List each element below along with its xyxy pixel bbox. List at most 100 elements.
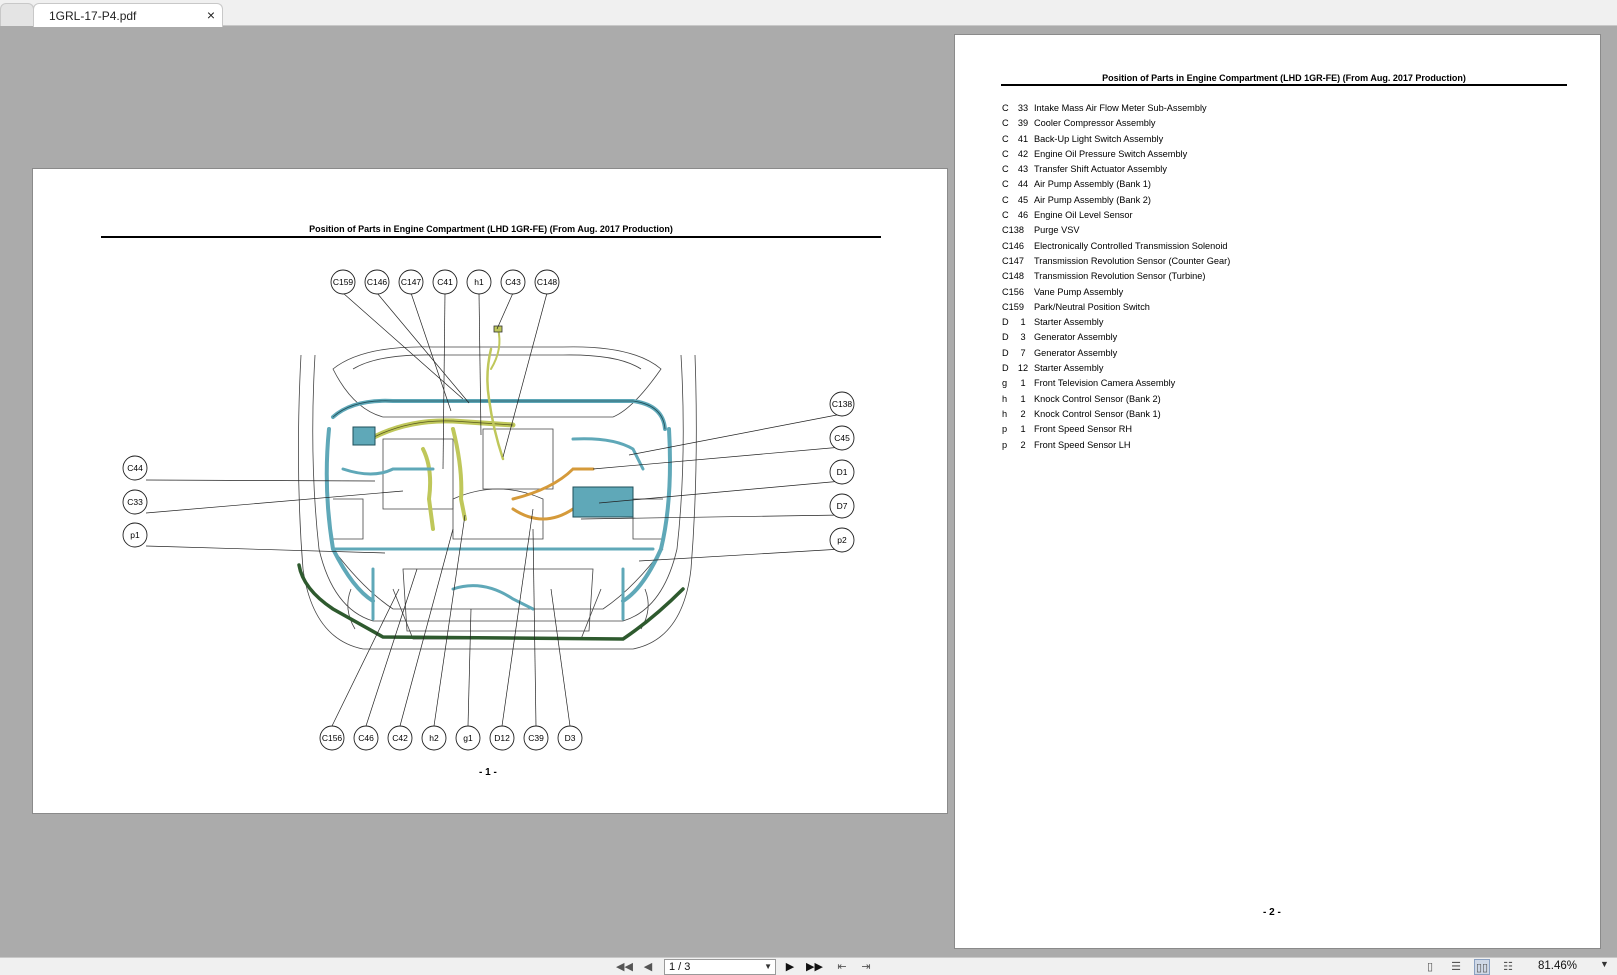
- legend-description: Intake Mass Air Flow Meter Sub-Assembly: [1034, 103, 1207, 113]
- legend-code: C159: [1002, 301, 1024, 312]
- legend-number: 46: [1017, 210, 1029, 221]
- callout-label: C41: [437, 277, 453, 287]
- callout-p2: [829, 527, 855, 553]
- callout-C148: [534, 269, 560, 295]
- facing-view-icon[interactable]: ▯▯: [1474, 959, 1490, 975]
- callout-label: D7: [837, 501, 848, 511]
- legend-number: 1: [1020, 378, 1026, 389]
- legend-number: 44: [1017, 179, 1029, 190]
- next-page-icon[interactable]: ▶: [785, 961, 795, 973]
- single-page-view-icon[interactable]: ▯: [1426, 961, 1434, 973]
- legend-letter: D: [1002, 332, 1009, 343]
- callout-label: C33: [127, 497, 143, 507]
- legend-letter: D: [1002, 317, 1009, 328]
- legend-letter: p: [1002, 439, 1008, 450]
- callout-label: C156: [322, 733, 343, 743]
- document-tab[interactable]: 1GRL-17-P4.pdf ×: [33, 3, 223, 27]
- zoom-level[interactable]: 81.46%: [1538, 960, 1578, 972]
- legend-code: C148: [1002, 271, 1024, 282]
- callout-label: h1: [474, 277, 484, 287]
- callout-C33: [122, 489, 148, 515]
- callout-label: C44: [127, 463, 143, 473]
- callout-label: C45: [834, 433, 850, 443]
- title-rule: [1001, 84, 1567, 86]
- title-rule: [101, 236, 881, 238]
- legend-description: Knock Control Sensor (Bank 1): [1034, 408, 1161, 419]
- legend-description: Generator Assembly: [1034, 332, 1118, 343]
- legend-code: C147: [1002, 255, 1024, 266]
- callout-label: C148: [537, 277, 558, 287]
- status-bar: ◀◀ ◀ 1 / 3 ▼ ▶ ▶▶ ⇤ ⇥ ▯ ☰ ▯▯ ☷ 81.46% ▼: [0, 957, 1617, 975]
- page-number: - 1 -: [479, 767, 497, 778]
- continuous-facing-view-icon[interactable]: ☷: [1503, 961, 1513, 973]
- chevron-down-icon[interactable]: ▼: [764, 962, 772, 971]
- callout-h2: [421, 725, 447, 751]
- legend-description: Engine Oil Pressure Switch Assembly: [1034, 148, 1188, 159]
- callout-label: C147: [401, 277, 422, 287]
- callout-label: C42: [392, 733, 408, 743]
- page-title: Position of Parts in Engine Compartment …: [1102, 73, 1466, 83]
- legend-description: Generator Assembly: [1034, 347, 1118, 358]
- legend-description: Front Television Camera Assembly: [1034, 378, 1176, 389]
- legend-letter: C: [1002, 164, 1009, 175]
- callout-C147: [398, 269, 424, 295]
- legend-description: Back-Up Light Switch Assembly: [1034, 133, 1164, 144]
- callout-p1: [122, 522, 148, 548]
- legend-description: Electronically Controlled Transmission S…: [1034, 240, 1228, 251]
- legend-description: Air Pump Assembly (Bank 1): [1034, 179, 1151, 190]
- callout-D12: [489, 725, 515, 751]
- next-view-icon[interactable]: ⇥: [861, 961, 871, 973]
- legend-letter: p: [1002, 424, 1008, 435]
- callout-label: C43: [505, 277, 521, 287]
- callout-label: D3: [565, 733, 576, 743]
- callout-C41: [432, 269, 458, 295]
- legend-description: Transfer Shift Actuator Assembly: [1034, 164, 1167, 175]
- callout-label: D12: [494, 733, 510, 743]
- legend-code: C156: [1002, 286, 1024, 297]
- vehicle-outline: [298, 346, 697, 650]
- legend-number: 1: [1020, 424, 1026, 435]
- callout-label: h2: [429, 733, 439, 743]
- page-number-input[interactable]: 1 / 3 ▼: [664, 959, 776, 975]
- last-page-icon[interactable]: ▶▶: [806, 961, 823, 973]
- callout-label: D1: [837, 467, 848, 477]
- close-icon[interactable]: ×: [206, 7, 215, 23]
- legend-number: 1: [1020, 393, 1026, 404]
- callout-label: C159: [333, 277, 354, 287]
- legend-number: 7: [1020, 347, 1026, 358]
- callout-h1: [466, 269, 492, 295]
- legend-letter: D: [1002, 347, 1009, 358]
- legend-code: C146: [1002, 240, 1024, 251]
- callout-C156: [319, 725, 345, 751]
- legend-description: Front Speed Sensor LH: [1034, 439, 1131, 450]
- zoom-dropdown-icon[interactable]: ▼: [1600, 959, 1609, 969]
- callout-C159: [330, 269, 356, 295]
- legend-letter: C: [1002, 133, 1009, 144]
- legend-description: Starter Assembly: [1034, 317, 1104, 328]
- callout-D3: [557, 725, 583, 751]
- legend-letter: D: [1002, 363, 1009, 374]
- page-title: Position of Parts in Engine Compartment …: [309, 224, 673, 234]
- legend-description: Transmission Revolution Sensor (Turbine): [1034, 271, 1206, 282]
- callout-C46: [353, 725, 379, 751]
- previous-page-icon[interactable]: ◀: [643, 961, 653, 973]
- legend-letter: C: [1002, 148, 1009, 159]
- callout-label: g1: [463, 733, 473, 743]
- callout-C44: [122, 455, 148, 481]
- callout-C146: [364, 269, 390, 295]
- first-page-icon[interactable]: ◀◀: [616, 961, 633, 973]
- legend-letter: h: [1002, 408, 1008, 419]
- legend-description: Air Pump Assembly (Bank 2): [1034, 194, 1151, 205]
- legend-description: Purge VSV: [1034, 225, 1080, 236]
- callout-C43: [500, 269, 526, 295]
- legend-description: Transmission Revolution Sensor (Counter …: [1034, 255, 1231, 266]
- legend-description: Knock Control Sensor (Bank 2): [1034, 393, 1161, 404]
- continuous-view-icon[interactable]: ☰: [1451, 961, 1461, 973]
- callout-label: C46: [358, 733, 374, 743]
- callout-C45: [829, 425, 855, 451]
- legend-number: 45: [1017, 194, 1029, 205]
- legend-description: Engine Oil Level Sensor: [1034, 210, 1133, 221]
- page-number: - 2 -: [1263, 907, 1281, 918]
- previous-view-icon[interactable]: ⇤: [837, 961, 847, 973]
- tab-stub[interactable]: [0, 3, 34, 26]
